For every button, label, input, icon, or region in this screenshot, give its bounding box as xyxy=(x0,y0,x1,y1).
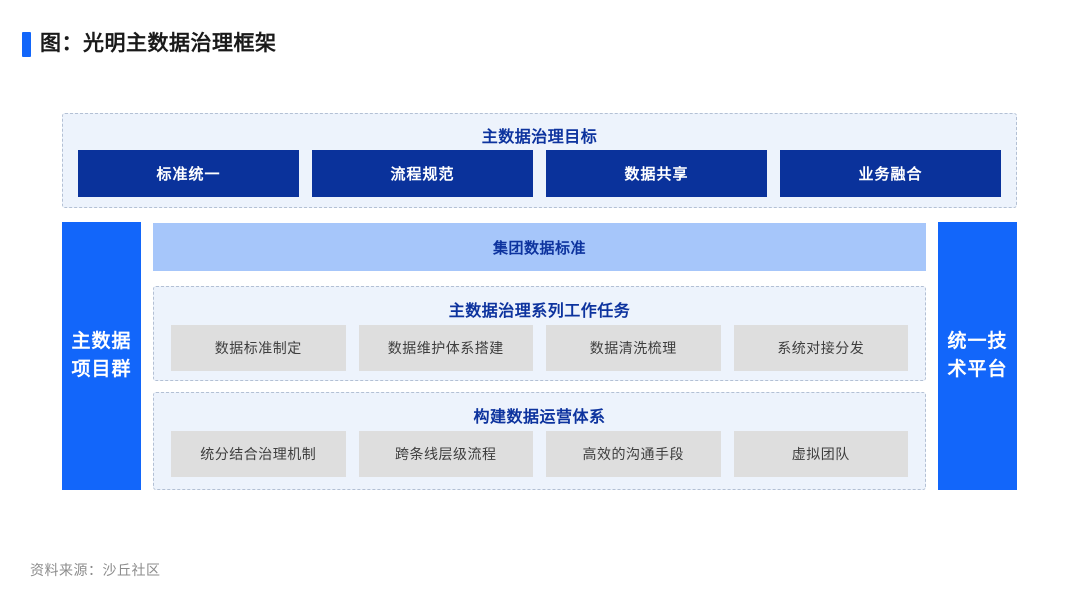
tasks-panel: 主数据治理系列工作任务 数据标准制定 数据维护体系搭建 数据清洗梳理 系统对接分… xyxy=(153,286,926,381)
tasks-row: 数据标准制定 数据维护体系搭建 数据清洗梳理 系统对接分发 xyxy=(171,325,908,371)
goal-box: 标准统一 xyxy=(78,150,299,197)
task-box: 跨条线层级流程 xyxy=(358,431,533,477)
task-box: 虚拟团队 xyxy=(733,431,908,477)
task-box: 高效的沟通手段 xyxy=(546,431,721,477)
task-box: 数据清洗梳理 xyxy=(546,325,721,371)
left-pillar-master-data-program: 主数据 项目群 xyxy=(62,222,141,490)
left-pillar-line1: 主数据 xyxy=(71,330,132,352)
tasks-panel-title: 主数据治理系列工作任务 xyxy=(448,303,631,320)
right-pillar-line1: 统一技 xyxy=(947,330,1008,352)
goals-row: 标准统一 流程规范 数据共享 业务融合 xyxy=(78,150,1001,197)
task-box: 统分结合治理机制 xyxy=(171,431,346,477)
source-note: 资料来源：沙丘社区 xyxy=(30,562,161,578)
task-box: 数据维护体系搭建 xyxy=(358,325,533,371)
goals-panel-title: 主数据治理目标 xyxy=(481,129,598,146)
goals-panel: 主数据治理目标 标准统一 流程规范 数据共享 业务融合 xyxy=(62,113,1017,208)
page-title: 图：光明主数据治理框架 xyxy=(40,32,277,55)
left-pillar-line2: 项目群 xyxy=(71,359,132,380)
goal-box: 数据共享 xyxy=(546,150,767,197)
operations-panel-title: 构建数据运营体系 xyxy=(473,409,606,426)
title-accent-bar xyxy=(22,32,31,57)
group-data-standard-bar: 集团数据标准 xyxy=(153,223,926,271)
goal-box: 业务融合 xyxy=(780,150,1001,197)
center-column: 集团数据标准 主数据治理系列工作任务 数据标准制定 数据维护体系搭建 数据清洗梳… xyxy=(153,222,926,490)
operations-panel: 构建数据运营体系 统分结合治理机制 跨条线层级流程 高效的沟通手段 虚拟团队 xyxy=(153,392,926,490)
right-pillar-unified-tech-platform: 统一技 术平台 xyxy=(938,222,1017,490)
operations-row: 统分结合治理机制 跨条线层级流程 高效的沟通手段 虚拟团队 xyxy=(171,431,908,477)
task-box: 系统对接分发 xyxy=(733,325,908,371)
goal-box: 流程规范 xyxy=(312,150,533,197)
right-pillar-line2: 术平台 xyxy=(947,359,1008,380)
task-box: 数据标准制定 xyxy=(171,325,346,371)
